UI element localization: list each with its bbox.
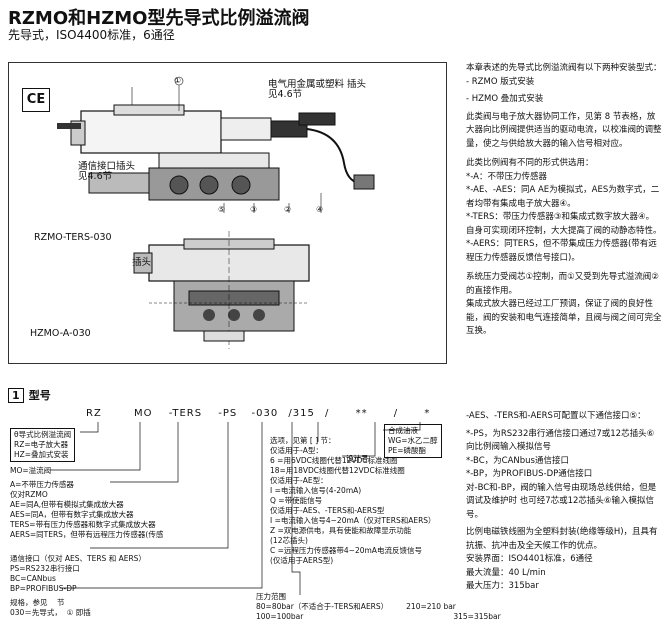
code-part: * — [424, 408, 431, 419]
option-line: (仅适用于AERS型) — [270, 556, 334, 565]
plug-label: 插头 — [132, 257, 152, 268]
option-line: Q =带使能信号 — [270, 496, 323, 505]
right-column-bottom: -AES、-TERS和-AERS可配置以下通信接口⑤： *-PS，为RS232串… — [466, 410, 662, 594]
code-part: ** — [355, 408, 368, 419]
model-label-rzmo: RZMO-TERS-030 — [34, 232, 112, 243]
cable-note: 电气用金属或塑料 插头 见4.6节 — [268, 79, 367, 100]
right-column-top: 本章表述的先导式比例溢流阀有以下两种安装型式： - RZMO 版式安装 - HZ… — [466, 62, 662, 339]
valve-figure — [8, 62, 447, 364]
pressure-option: 80=80bar（不适合于-TERS和AERS） — [256, 602, 389, 611]
mount-type: - RZMO 版式安装 — [466, 76, 535, 87]
codebox-line: RZ=电子放大器 — [14, 440, 69, 449]
seal-line: 合成油液 — [388, 426, 418, 435]
code-prefix-box: θ导式比例溢流阀 RZ=电子放大器 HZ=叠加式安装 — [10, 428, 76, 462]
callout-5: ⑤ — [218, 205, 226, 214]
valve-drawing — [57, 76, 375, 349]
version-aers: *-AERS：同TERS，但不带集成压力传感器(带有远程压力传感器反馈信号接口)… — [466, 239, 657, 263]
note-line: AES=同A，但带有数字式集成放大器 — [10, 510, 134, 519]
comm-line: PS=RS232串行接口 — [10, 564, 80, 573]
page-title: RZMO和HZMO型先导式比例溢流阀 — [8, 8, 310, 29]
note-line: MO=溢流阀 — [10, 466, 52, 475]
option-line: I =电流输入信号4~20mA（仅对TERS和AERS） — [270, 516, 436, 525]
versions-title: 此类比例阀有不同的形式供选用： — [466, 158, 594, 168]
callout-3: ③ — [250, 205, 258, 214]
seal-line: PE=磷酸酯 — [388, 446, 427, 455]
code-part: MO — [134, 408, 153, 419]
callout-2: ② — [284, 205, 292, 214]
comm-notes: 通信接口（仅对 AES、TERS 和 AERS） PS=RS232串行接口 BC… — [10, 554, 146, 594]
option-line: 仅适用于-AES、-TERS和-AERS型 — [270, 506, 385, 515]
pressure-option: 100=100bar — [256, 612, 304, 621]
preset-para: 集成式放大器已经过工厂预调，保证了阀的良好性能，阀的安装和电气连接简单，且阀与阀… — [466, 299, 662, 336]
version-a: *-A：不带压力传感器 — [466, 171, 547, 182]
fieldbus-para: 对-BC和-BP，阀的输入信号由现场总线供给，但是调试及维护时 也可经7芯或12… — [466, 482, 657, 520]
callout-1: ① — [174, 76, 182, 85]
pressure-para: 系统压力受阀芯①控制，而①又受到先导式溢流阀②的直接作用。 — [466, 272, 659, 296]
options-block: 选项，见第 [ ] 节： 仅适用于-A型： 6 =用6VDC线圈代替12VDC标… — [270, 436, 436, 566]
model-code: RZ MO -TERS -PS -030 /315 / ** / * — [86, 408, 430, 419]
ce-mark: CE — [22, 88, 50, 112]
code-part: -PS — [218, 408, 238, 419]
design-number: 设计号 — [346, 454, 369, 463]
code-part: RZ — [86, 408, 102, 419]
comm-ps: *-PS，为RS232串行通信接口通过7或12芯插头⑥向比例阀输入模拟信号 — [466, 428, 655, 453]
codebox-line: HZ=叠加式安装 — [14, 450, 69, 459]
code-part: / — [393, 408, 399, 419]
comm-intro: -AES、-TERS和-AERS可配置以下通信接口⑤： — [466, 411, 646, 421]
seal-line: WG=水乙二醇 — [388, 436, 438, 445]
comm-bc: *-BC，为CANbus通信接口 — [466, 455, 569, 466]
amplifier-para: 此类阀与电子放大器协同工作，见第 8 节表格，放大器向比例阀提供适当的驱动电流，… — [466, 111, 662, 149]
callout-4: ④ — [316, 205, 324, 214]
comm-plug-note: 通信接口插头 见4.6节 — [78, 161, 136, 182]
comm-line: BC=CANbus — [10, 574, 56, 583]
note-line: A=不带压力传感器 — [10, 480, 74, 489]
section-heading: 1 型号 — [8, 384, 51, 403]
spec-interface: 安装界面：ISO4401标准，6通径 — [466, 554, 593, 564]
section-title: 型号 — [28, 389, 51, 402]
option-line: 6 =用6VDC线圈代替12VDC标准线圈 — [270, 456, 398, 465]
section-number: 1 — [8, 388, 24, 403]
option-line: (12芯插头) — [270, 536, 308, 545]
pressure-title: 压力范围 — [256, 592, 286, 601]
note-line: 仅对RZMO — [10, 490, 48, 499]
option-line: C =远程压力传感器带4~20mA电流反馈信号 — [270, 546, 422, 555]
pressure-option: 315=315bar — [453, 612, 501, 621]
note-line: AERS=同TERS，但带有远程压力传感器(传感 — [10, 530, 164, 539]
code-part: /315 — [288, 408, 315, 419]
note-line: TERS=带有压力传感器和数字式集成放大器 — [10, 520, 156, 529]
option-line: I =电流输入信号(4-20mA) — [270, 486, 362, 495]
code-part: / — [325, 408, 330, 419]
codebox-line: θ导式比例溢流阀 — [14, 430, 72, 439]
code-part: -TERS — [168, 408, 203, 419]
option-line: 仅适用于-A型： — [270, 446, 323, 455]
comm-line: BP=PROFIBUS-DP — [10, 584, 77, 593]
pressure-block: 压力范围 80=80bar（不适合于-TERS和AERS） 210=210 bar… — [256, 592, 501, 622]
intro-para: 本章表述的先导式比例溢流阀有以下两种安装型式： — [466, 63, 662, 73]
option-line: Z =双电源供电，具有使能和故障显示功能 — [270, 526, 412, 535]
size-note: 规格，参见 节 030＝先导式， ① 即插 — [10, 598, 91, 617]
comm-line: 通信接口（仅对 AES、TERS 和 AERS） — [10, 554, 146, 563]
pressure-option: 210=210 bar — [406, 602, 456, 611]
comm-bp: *-BP，为PROFIBUS-DP通信接口 — [466, 469, 593, 479]
version-ae: *-AE、-AES：同A AE为模拟式，AES为数字式，二者均带有集成电子放大器… — [466, 185, 660, 209]
code-part: -030 — [251, 408, 279, 419]
page-subtitle: 先导式，ISO4400标准，6通径 — [8, 28, 175, 42]
model-label-hzmo: HZMO-A-030 — [30, 328, 91, 339]
options-title: 选项，见第 [ ] 节： — [270, 436, 336, 445]
left-notes: MO=溢流阀 A=不带压力传感器 仅对RZMO AE=同A,但带有模拟式集成放大… — [10, 466, 163, 540]
spec-flow: 最大流量：40 L/min — [466, 567, 546, 578]
version-ters: *-TERS：带压力传感器③和集成式数字放大器④。自身可实现闭环控制，大大提高了… — [466, 212, 662, 236]
option-line: 仅适用于-AE型： — [270, 476, 328, 485]
code-leaders — [50, 422, 421, 595]
coil-para: 比例电磁铁线圈为全塑料封装(绝缘等级H)，且具有抗振、抗冲击及全天候工作的优点。 — [466, 527, 658, 551]
spec-pressure: 最大压力：315bar — [466, 581, 539, 591]
seal-box: 合成油液 WG=水乙二醇 PE=磷酸酯 — [384, 424, 442, 458]
note-line: AE=同A,但带有模拟式集成放大器 — [10, 500, 124, 509]
mount-type: - HZMO 叠加式安装 — [466, 94, 544, 104]
option-line: 18=用18VDC线圈代替12VDC标准线圈 — [270, 466, 405, 475]
